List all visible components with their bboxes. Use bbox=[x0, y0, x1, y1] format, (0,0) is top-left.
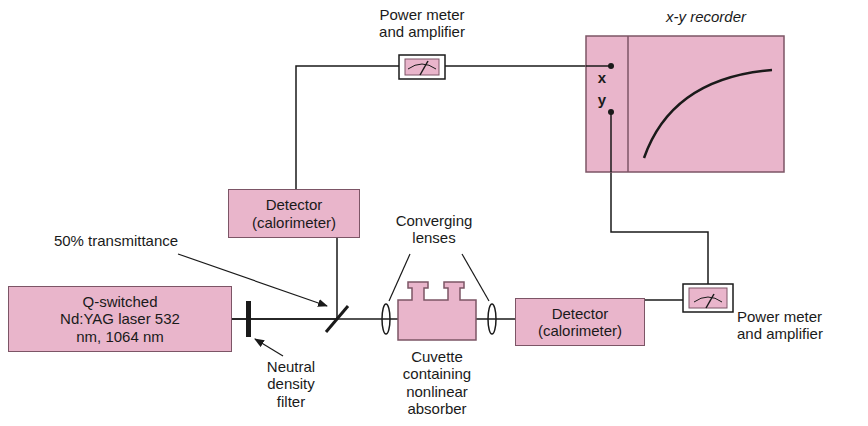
signal-cable bbox=[645, 299, 683, 301]
recorder-drawing bbox=[586, 6, 784, 172]
node-label: Power meter and amplifier bbox=[372, 6, 472, 41]
signal-cable bbox=[611, 172, 708, 284]
part-label: 50% transmittance bbox=[36, 232, 196, 249]
terminal-label: y bbox=[595, 91, 609, 108]
laser-box: Q-switched Nd:YAG laser 532 nm, 1064 nm bbox=[8, 286, 232, 352]
power-meter: Power meter and amplifier bbox=[372, 6, 472, 80]
meter-case bbox=[683, 284, 733, 312]
meter-dial bbox=[405, 59, 439, 75]
terminal-wire bbox=[586, 65, 611, 67]
x-terminal bbox=[608, 63, 614, 69]
detector-box: Detector (calorimeter) bbox=[515, 298, 645, 346]
node-label: x-y recorder bbox=[628, 8, 784, 25]
signal-cable bbox=[445, 65, 586, 67]
node-label: Q-switched Nd:YAG laser 532 nm, 1064 nm bbox=[59, 293, 181, 345]
meter-dial bbox=[689, 288, 727, 308]
xy-recorder: x-y recorder xy bbox=[586, 6, 784, 172]
meter-needle bbox=[420, 61, 428, 75]
detector-box: Detector (calorimeter) bbox=[228, 189, 360, 238]
node-label: Cuvette containing nonlinear absorber bbox=[397, 348, 477, 417]
leader-line bbox=[389, 254, 410, 301]
meter-case bbox=[399, 55, 445, 79]
recorder-case bbox=[586, 36, 784, 172]
cuvette-body bbox=[398, 282, 476, 340]
leader-line bbox=[255, 339, 283, 356]
part-label: Converging lenses bbox=[392, 212, 476, 247]
cuvette: Cuvette containing nonlinear absorber bbox=[396, 282, 478, 419]
node-label: Power meter and amplifier bbox=[737, 308, 847, 343]
node-label: Detector (calorimeter) bbox=[239, 196, 349, 231]
part-label: Neutral density filter bbox=[258, 358, 324, 410]
signal-cable bbox=[296, 66, 399, 189]
laser-beam bbox=[476, 318, 515, 320]
recorded-curve bbox=[644, 70, 772, 158]
terminal-wire bbox=[610, 112, 612, 172]
node-label: Detector (calorimeter) bbox=[525, 305, 635, 340]
laser-beam bbox=[232, 238, 337, 319]
leader-line bbox=[462, 254, 489, 301]
meter-needle bbox=[706, 294, 714, 308]
recorder-divider bbox=[627, 36, 629, 172]
terminal-label: x bbox=[595, 69, 609, 86]
y-terminal bbox=[608, 109, 614, 115]
power-meter: Power meter and amplifier bbox=[680, 284, 850, 345]
meter-scale bbox=[694, 297, 722, 302]
meter-scale bbox=[408, 64, 436, 69]
